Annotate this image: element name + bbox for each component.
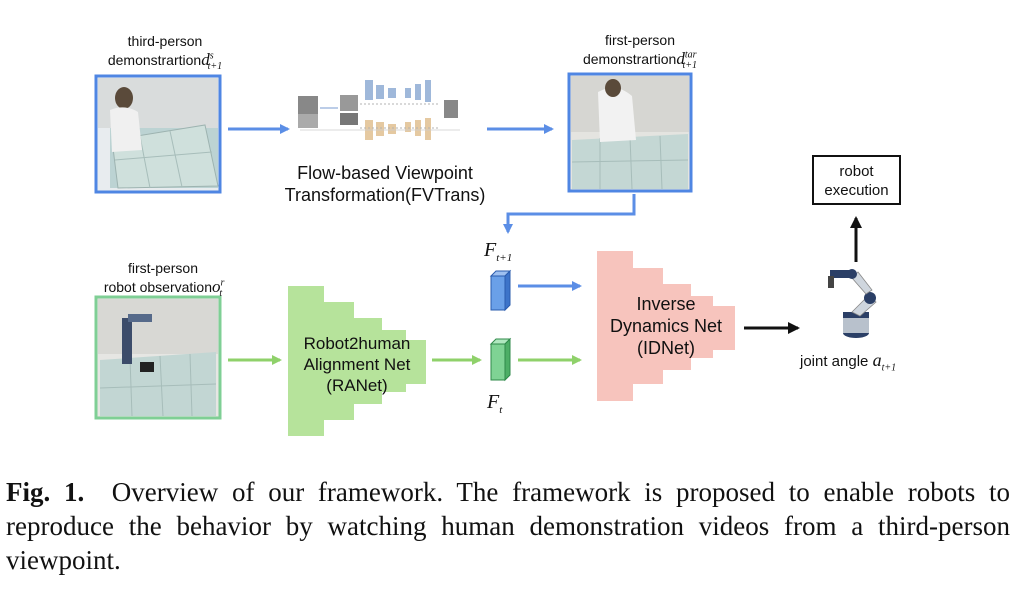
ranet-block-5 [406, 340, 426, 384]
robot-execution-box [812, 155, 901, 205]
joint-angle-text: joint angle [800, 353, 869, 370]
robot-execution-line1: robot [839, 163, 874, 180]
joint-angle-var: at+1 [872, 350, 897, 374]
idnet-line2: Dynamics Net [609, 316, 723, 336]
third-person-demo-var: dst+1 [201, 49, 223, 73]
feature-t-plus-1-label: Ft+1 [484, 239, 513, 264]
figure-caption-text: Overview of our framework. The framework… [6, 477, 1010, 575]
arrow-demo-to-feature [503, 194, 636, 234]
fvtrans-line1: Flow-based Viewpoint [297, 163, 473, 183]
idnet-label: Inverse Dynamics Net (IDNet) [584, 293, 748, 359]
idnet-block-5 [713, 306, 735, 350]
third-person-demo-label: third-person demonstrartiondst+1 [80, 33, 250, 73]
fvtrans-network-thumbnail [298, 80, 460, 140]
feature-t-plus-1-vector [489, 269, 512, 312]
robot-observation-label: first-person robot observationort [78, 260, 248, 300]
ranet-line2: Alignment Net [303, 355, 411, 374]
third-person-demo-line2: demonstrartion [107, 51, 202, 68]
ranet-line1: Robot2human [303, 334, 411, 353]
robot-observation-var: ort [212, 276, 225, 300]
robot-execution-line2: execution [824, 182, 889, 199]
idnet-block-3 [663, 284, 691, 370]
robot-execution-label: robot execution [813, 162, 900, 200]
fvtrans-label: Flow-based Viewpoint Transformation(FVTr… [260, 162, 510, 206]
ranet-block-4 [382, 330, 406, 392]
first-person-demo-image [567, 72, 693, 193]
feature-t-vector [489, 337, 512, 382]
ranet-block-1 [288, 286, 324, 436]
idnet-block-4 [691, 296, 713, 358]
ranet-label: Robot2human Alignment Net (RANet) [274, 333, 440, 396]
fvtrans-line2: Transformation(FVTrans) [284, 185, 486, 205]
ranet-line3: (RANet) [326, 376, 388, 395]
third-person-demo-line1: third-person [127, 33, 203, 49]
idnet-block-2 [633, 268, 663, 384]
ranet-block-3 [354, 318, 382, 404]
robot-observation-image [94, 295, 222, 420]
idnet-line3: (IDNet) [637, 338, 695, 358]
first-person-demo-var: dtart+1 [676, 48, 698, 72]
feature-t-label: Ft [487, 391, 503, 416]
robot-observation-line1: first-person [127, 260, 199, 276]
first-person-demo-line2: demonstrartion [582, 50, 677, 67]
first-person-demo-label: first-person demonstrartiondtart+1 [555, 32, 725, 72]
ranet-block-2 [324, 302, 354, 420]
joint-angle-label: joint angle at+1 [800, 350, 930, 375]
robot-arm-icon [828, 269, 877, 338]
figure-caption-prefix: Fig. 1. [6, 477, 85, 507]
third-person-demo-image [94, 74, 222, 194]
idnet-block-1 [597, 251, 633, 401]
idnet-line1: Inverse [636, 294, 696, 314]
robot-observation-line2: robot observation [103, 278, 212, 295]
first-person-demo-line1: first-person [604, 32, 676, 48]
figure-caption: Fig. 1. Overview of our framework. The f… [6, 475, 1010, 577]
